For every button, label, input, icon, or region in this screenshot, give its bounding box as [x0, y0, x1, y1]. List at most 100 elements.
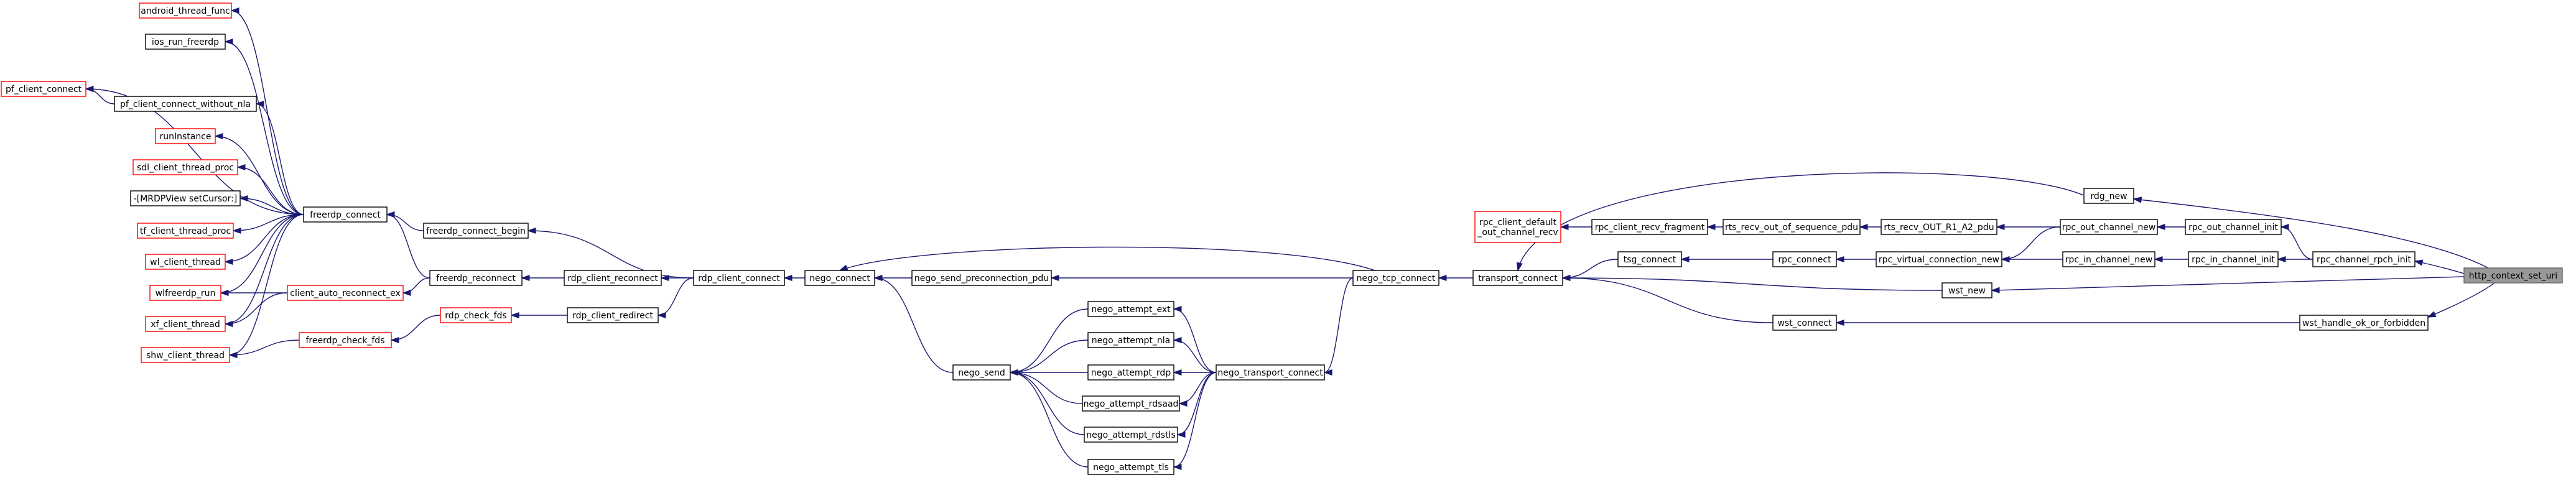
node-shw-client-thread[interactable]: shw_client_thread: [141, 347, 230, 363]
node-rdp-client-connect[interactable]: rdp_client_connect: [693, 270, 785, 286]
node-label: freerdp_reconnect: [436, 274, 516, 284]
edge-nego_attempt_tls-to-nego_transport_connect: [1173, 372, 1217, 467]
node-box: [114, 96, 257, 112]
node-label: rdp_check_fds: [445, 311, 506, 321]
node-box: [1881, 219, 1997, 235]
node-nego-transport-connect[interactable]: nego_transport_connect: [1216, 364, 1325, 381]
node-freerdp-reconnect[interactable]: freerdp_reconnect: [429, 270, 523, 286]
node-freerdp-connect[interactable]: freerdp_connect: [303, 206, 388, 223]
call-arrow: [402, 277, 430, 293]
node-wst-new[interactable]: wst_new: [1941, 282, 1992, 298]
node-wl-client-thread[interactable]: wl_client_thread: [145, 254, 226, 270]
node-rpc-client-recv-fragment[interactable]: rpc_client_recv_fragment: [1591, 219, 1708, 235]
node-nego-attempt-tls[interactable]: nego_attempt_tls: [1087, 459, 1174, 475]
edge-rdp_client_redirect-to-rdp_client_connect: [658, 277, 694, 315]
edge-wst_new-to-http_context_set_uri: [1992, 276, 2465, 290]
call-arrow: [221, 214, 304, 293]
node-runInstance[interactable]: runInstance: [155, 128, 216, 144]
node-box: [1876, 251, 2002, 267]
node-label: nego_attempt_rdp: [1091, 368, 1171, 378]
node-label: nego_send_preconnection_pdu: [914, 274, 1049, 284]
call-arrow: [86, 89, 304, 215]
node-box: [1617, 251, 1682, 267]
node-rts-recv-out-of-sequence-pdu[interactable]: rts_recv_out_of_sequence_pdu: [1723, 219, 1861, 235]
node-label: rts_recv_OUT_R1_A2_pdu: [1884, 223, 1994, 233]
call-arrow: [85, 89, 115, 104]
edge-wlfreerdp_run-to-freerdp_connect: [221, 214, 304, 293]
node-box: [1, 81, 86, 97]
node-label: transport_connect: [1478, 274, 1558, 284]
call-arrow: [1179, 372, 1217, 404]
node-nego-connect[interactable]: nego_connect: [804, 270, 875, 286]
node-android-thread-func[interactable]: android_thread_func: [139, 2, 232, 19]
call-arrow: [875, 278, 954, 373]
call-arrow: [1010, 308, 1089, 372]
node-rpc-connect[interactable]: rpc_connect: [1772, 251, 1837, 267]
call-arrow: [1177, 372, 1217, 435]
node-freerdp-connect-begin[interactable]: freerdp_connect_begin: [423, 223, 529, 239]
node-label: nego_transport_connect: [1217, 368, 1323, 378]
node-tsg-connect[interactable]: tsg_connect: [1617, 251, 1682, 267]
node-label: rdp_client_connect: [698, 274, 780, 284]
node-rpc-client-default-out-channel-recv[interactable]: rpc_client_default_out_channel_recv: [1474, 211, 1561, 243]
node-xf-client-thread[interactable]: xf_client_thread: [145, 316, 226, 332]
edge-freerdp_connect-to-freerdp_connect_begin: [387, 215, 424, 231]
node-rdp-client-redirect[interactable]: rdp_client_redirect: [567, 307, 659, 323]
node-box: [1216, 364, 1325, 381]
node-box: [429, 270, 523, 286]
call-arrow: [1010, 372, 1083, 404]
node-rpc-in-channel-new[interactable]: rpc_in_channel_new: [2062, 251, 2155, 267]
node-rpc-virtual-connection-new[interactable]: rpc_virtual_connection_new: [1876, 251, 2002, 267]
edge-pf_client_connect_without_nla-to-freerdp_connect: [256, 104, 304, 215]
node-box: [2060, 219, 2158, 235]
node-pf-client-connect-without-nla[interactable]: pf_client_connect_without_nla: [114, 96, 257, 112]
node-nego-attempt-rdp[interactable]: nego_attempt_rdp: [1087, 364, 1174, 381]
node-wst-handle-ok-or-forbidden[interactable]: wst_handle_ok_or_forbidden: [2299, 315, 2429, 331]
node-label: rpc_connect: [1778, 255, 1831, 265]
node-nego-send[interactable]: nego_send: [952, 364, 1011, 381]
call-arrow: [231, 11, 304, 215]
node-box: [1772, 251, 1837, 267]
node-box: [911, 270, 1052, 286]
edge-shw_client_thread-to-freerdp_check_fds: [230, 339, 300, 355]
edge-nego_attempt_nla-to-nego_transport_connect: [1174, 340, 1217, 373]
node-rdg-new[interactable]: rdg_new: [2083, 188, 2134, 204]
call-arrow: [225, 214, 304, 324]
node-nego-tcp-connect[interactable]: nego_tcp_connect: [1352, 270, 1439, 286]
node-pf-client-connect[interactable]: pf_client_connect: [1, 81, 86, 97]
node-wst-connect[interactable]: wst_connect: [1772, 315, 1837, 331]
node-tf-client-thread-proc[interactable]: tf_client_thread_proc: [137, 223, 234, 239]
node-rpc-in-channel-init[interactable]: rpc_in_channel_init: [2188, 251, 2279, 267]
edge-freerdp_check_fds-to-rdp_check_fds: [391, 315, 441, 340]
call-arrow: [2428, 282, 2495, 317]
call-arrow: [2002, 226, 2061, 259]
node-box: [2188, 251, 2279, 267]
node-box: [149, 285, 221, 301]
node-sdl-client-thread-proc[interactable]: sdl_client_thread_proc: [133, 159, 238, 175]
node-nego-attempt-rdstls[interactable]: nego_attempt_rdstls: [1084, 427, 1178, 443]
edge-transport_connect-to-tsg_connect: [1563, 259, 1619, 278]
node-wlfreerdp-run[interactable]: wlfreerdp_run: [149, 285, 221, 301]
node-box: [440, 307, 512, 323]
node-mrdpview-setcursor[interactable]: -[MRDPView setCursor:]: [130, 190, 241, 206]
node-label: rts_recv_out_of_sequence_pdu: [1725, 223, 1858, 233]
node-label: freerdp_check_fds: [306, 336, 385, 346]
node-transport-connect[interactable]: transport_connect: [1472, 270, 1563, 286]
node-nego-send-preconnection-pdu[interactable]: nego_send_preconnection_pdu: [911, 270, 1052, 286]
node-rdp-check-fds[interactable]: rdp_check_fds: [440, 307, 512, 323]
node-rdp-client-reconnect[interactable]: rdp_client_reconnect: [564, 270, 662, 286]
node-rts-recv-OUT-R1-A2-pdu[interactable]: rts_recv_OUT_R1_A2_pdu: [1881, 219, 1997, 235]
node-rpc-channel-rpch-init[interactable]: rpc_channel_rpch_init: [2312, 251, 2416, 267]
node-freerdp-check-fds[interactable]: freerdp_check_fds: [299, 332, 392, 348]
node-nego-attempt-nla[interactable]: nego_attempt_nla: [1087, 332, 1174, 348]
node-ios-run-freerdp[interactable]: ios_run_freerdp: [145, 34, 226, 50]
node-rpc-out-channel-init[interactable]: rpc_out_channel_init: [2185, 219, 2282, 235]
node-nego-attempt-rdsaad[interactable]: nego_attempt_rdsaad: [1082, 395, 1180, 412]
call-arrow: [1324, 277, 1354, 372]
node-nego-attempt-ext[interactable]: nego_attempt_ext: [1087, 301, 1174, 317]
node-box: [1472, 270, 1563, 286]
node-client-auto-reconnect-ex[interactable]: client_auto_reconnect_ex: [287, 285, 404, 301]
node-rpc-out-channel-new[interactable]: rpc_out_channel_new: [2060, 219, 2158, 235]
node-label: android_thread_func: [141, 6, 230, 16]
